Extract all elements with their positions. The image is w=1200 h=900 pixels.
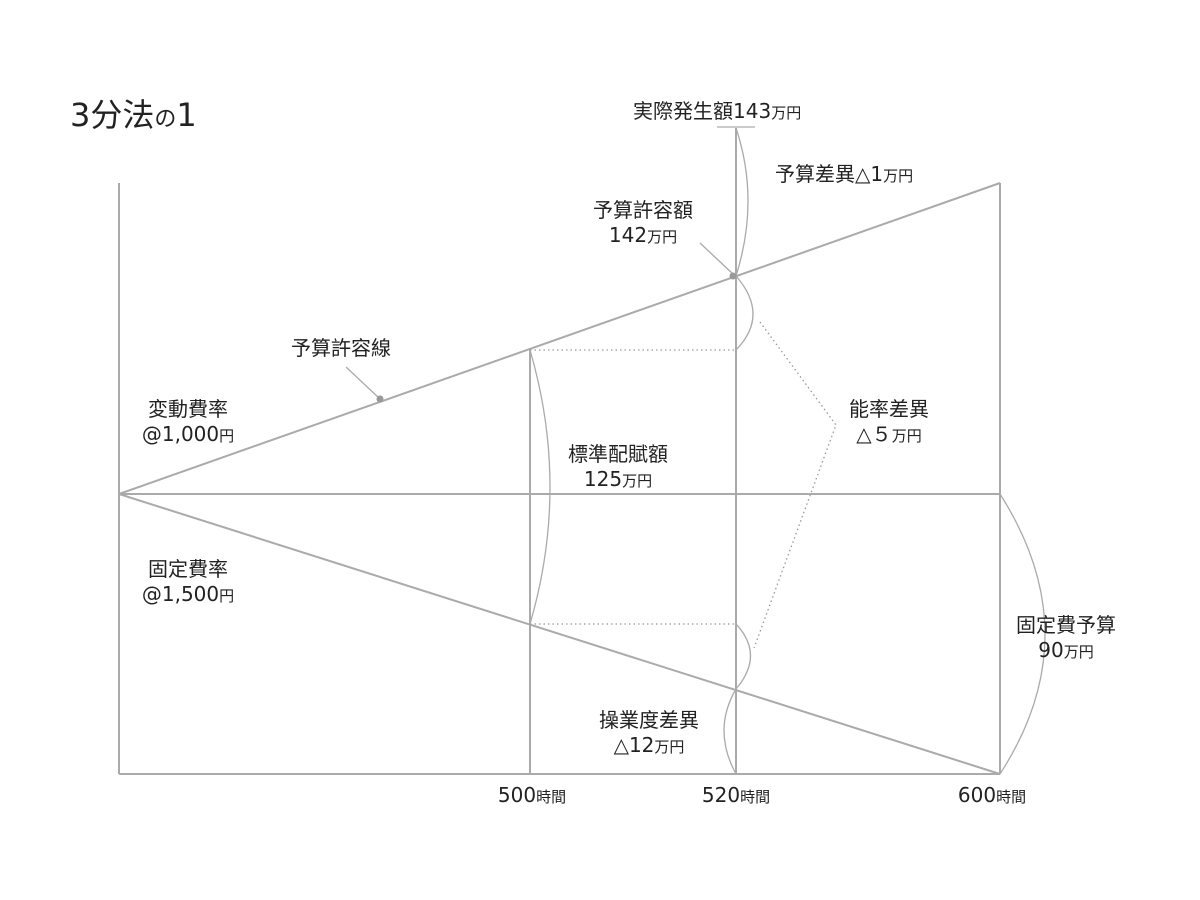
standard-unit: 万円 — [622, 472, 653, 490]
volume-variance-label: 操業度差異 △12万円 — [586, 708, 712, 760]
page-title: 3分法の1 — [70, 90, 197, 136]
actual-label-text: 実際発生額 — [633, 99, 733, 123]
variable-rate-amount: @1,000円 — [128, 422, 248, 449]
axis-label-500: 500時間 — [482, 783, 582, 810]
actual-unit: 万円 — [771, 104, 802, 122]
budget-variance-brace — [735, 127, 749, 277]
volume-text: 操業度差異 — [599, 708, 699, 732]
fixed-budget-value: 90 — [1038, 638, 1064, 662]
budget-variance-label: 予算差異△1万円 — [775, 162, 913, 189]
standard-text: 標準配賦額 — [568, 442, 668, 466]
volume-variance-brace — [723, 688, 737, 775]
allowed-budget-amount: 142万円 — [578, 223, 708, 250]
volume-value: △12 — [613, 733, 655, 757]
axis-label-520: 520時間 — [686, 783, 786, 810]
allowed-budget-leader — [699, 242, 734, 275]
fixed-budget-amount: 90万円 — [1000, 638, 1132, 665]
fixed-rate-unit: 円 — [219, 587, 235, 605]
variable-rate-label: 変動費率 @1,000円 — [128, 397, 248, 449]
efficiency-variance-label: 能率差異 △５万円 — [833, 397, 945, 449]
title-number: 1 — [176, 96, 197, 134]
fixed-rate-label: 固定費率 @1,500円 — [128, 557, 248, 609]
fixed-budget-label: 固定費予算 90万円 — [1000, 613, 1132, 665]
budget-variance-unit: 万円 — [883, 167, 914, 185]
efficiency-connector — [753, 321, 837, 649]
efficiency-value: △５ — [856, 422, 892, 446]
volume-unit: 万円 — [654, 738, 685, 756]
standard-amount: 125万円 — [553, 467, 683, 494]
axis-500-unit: 時間 — [536, 788, 567, 806]
allowed-budget-unit: 万円 — [647, 228, 678, 246]
budget-line-point — [376, 395, 384, 403]
budget-allowance-line — [118, 182, 1001, 495]
standard-amount-brace — [529, 349, 551, 625]
efficiency-upper-brace — [735, 275, 754, 351]
title-particle: の — [154, 107, 177, 132]
allowed-budget-point — [729, 272, 737, 280]
axis-520-unit: 時間 — [740, 788, 771, 806]
fixed-rate-text: 固定費率 — [148, 557, 228, 581]
efficiency-unit: 万円 — [891, 427, 922, 445]
axis-500-value: 500 — [497, 783, 537, 807]
fixed-budget-text: 固定費予算 — [1016, 613, 1116, 637]
variable-rate-unit: 円 — [219, 427, 235, 445]
actual-amount-label: 実際発生額143万円 — [633, 99, 801, 126]
efficiency-amount: △５万円 — [833, 422, 945, 449]
fixed-budget-unit: 万円 — [1063, 643, 1094, 661]
budget-line-leader — [345, 366, 380, 399]
actual-value: 143 — [733, 99, 772, 123]
fixed-rate-value: @1,500 — [141, 582, 220, 606]
axis-label-600: 600時間 — [942, 783, 1042, 810]
budget-line-label: 予算許容線 — [291, 336, 391, 360]
axis-520-value: 520 — [701, 783, 741, 807]
efficiency-lower-brace — [735, 623, 751, 690]
budget-variance-text: 予算差異△1 — [775, 162, 884, 186]
axis-600-unit: 時間 — [996, 788, 1027, 806]
standard-value: 125 — [583, 467, 623, 491]
allowed-budget-label: 予算許容額 142万円 — [578, 198, 708, 250]
fixed-rate-amount: @1,500円 — [128, 582, 248, 609]
standard-allocation-label: 標準配賦額 125万円 — [553, 442, 683, 494]
fixed-cost-line — [118, 493, 1001, 775]
efficiency-text: 能率差異 — [849, 397, 929, 421]
allowed-budget-value: 142 — [608, 223, 648, 247]
title-main: 3分法 — [70, 96, 155, 134]
axis-600-value: 600 — [957, 783, 997, 807]
volume-amount: △12万円 — [586, 733, 712, 760]
allowed-budget-text: 予算許容額 — [593, 198, 693, 222]
fixed-budget-brace — [999, 493, 1046, 775]
variable-rate-text: 変動費率 — [148, 397, 228, 421]
variable-rate-value: @1,000 — [141, 422, 220, 446]
